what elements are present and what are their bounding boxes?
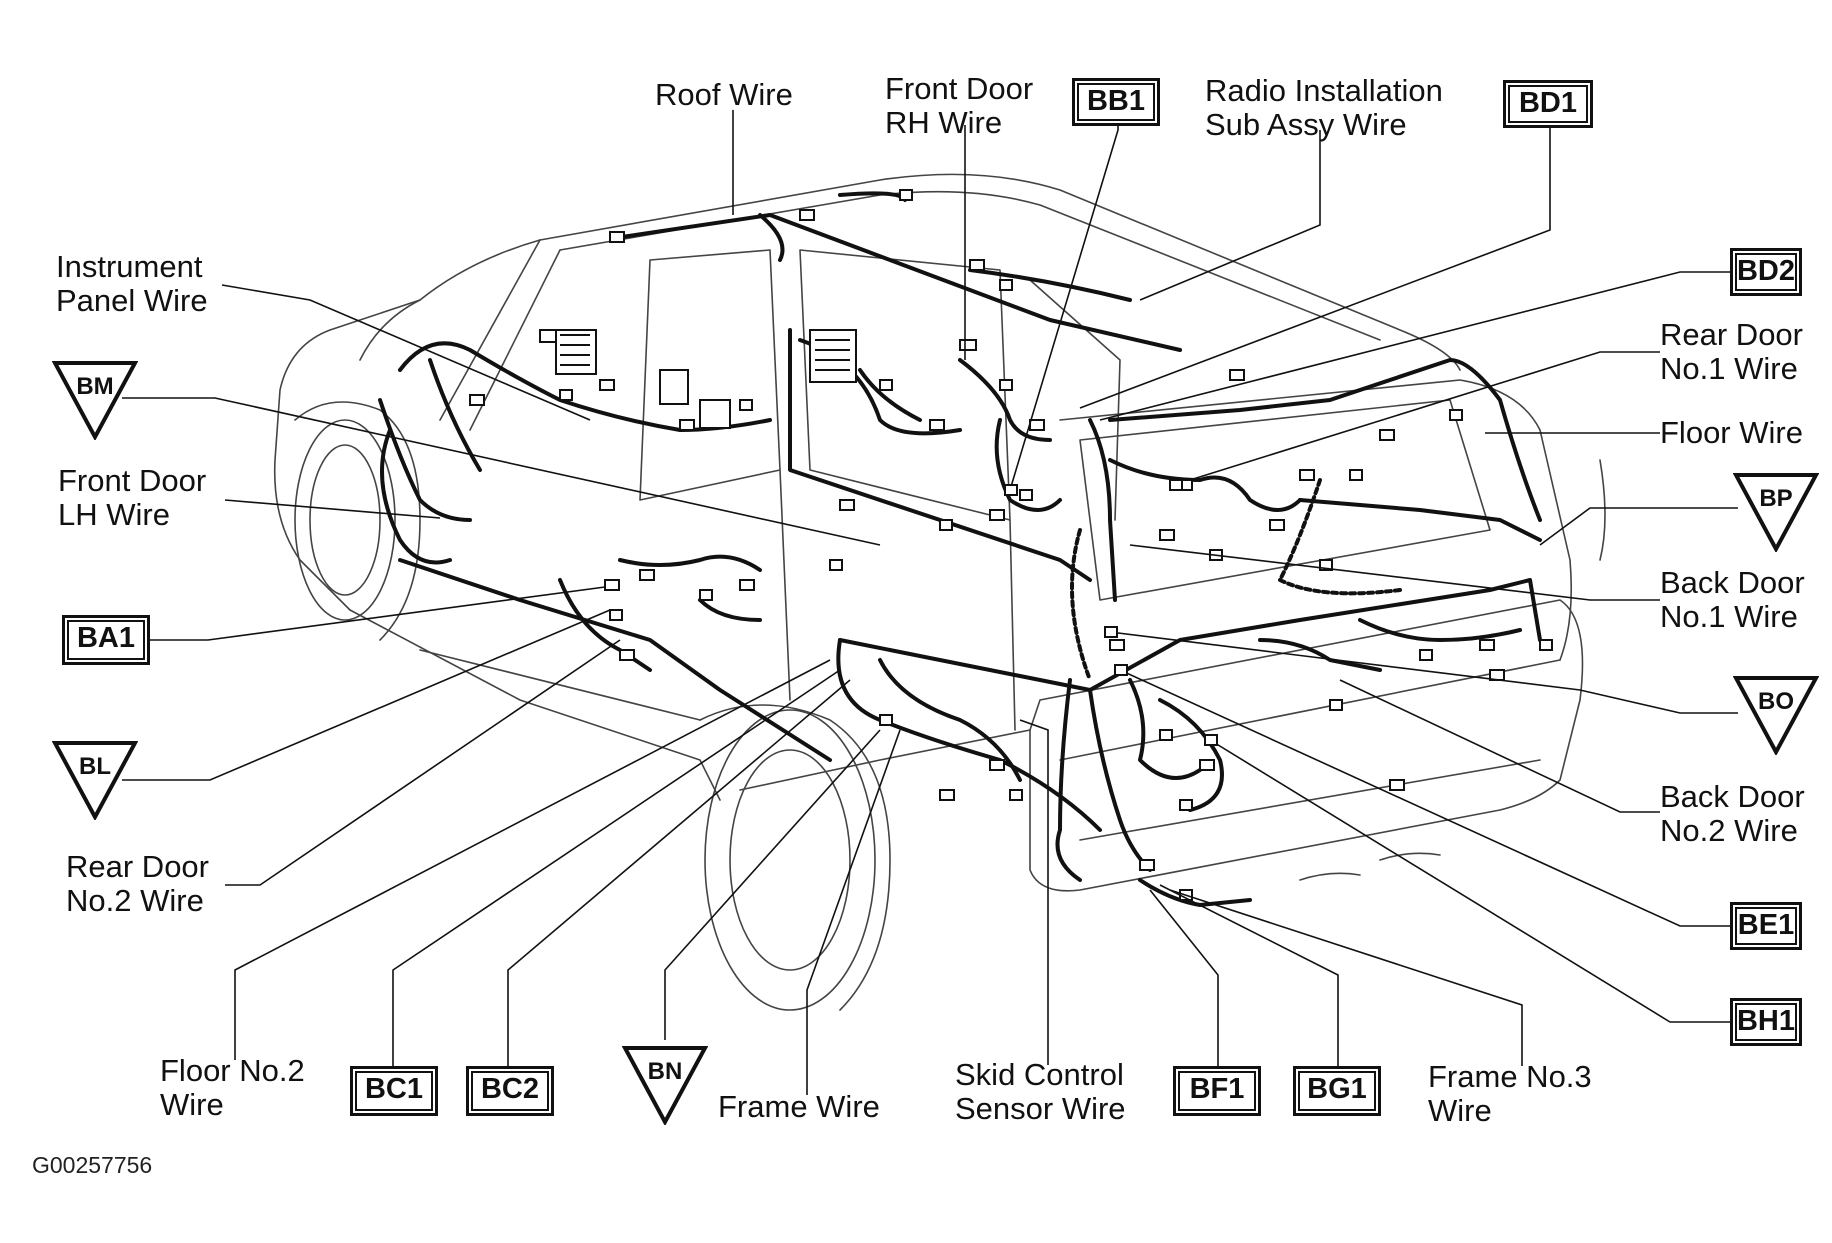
label-line: Back Door — [1660, 565, 1805, 600]
label-line: RH Wire — [885, 105, 1003, 140]
label-line: LH Wire — [58, 497, 170, 532]
ground-point-bm: BM — [52, 360, 138, 440]
connector-box-bh1: BH1 — [1730, 998, 1802, 1046]
wire-harness — [378, 191, 1542, 907]
connector-box-bb1: BB1 — [1072, 78, 1160, 126]
ground-code-text: BP — [1759, 485, 1792, 512]
connector-box-be1: BE1 — [1730, 902, 1802, 950]
ground-point-bl: BL — [52, 740, 138, 820]
label-line: Sensor Wire — [955, 1091, 1126, 1126]
ground-code-text: BO — [1758, 688, 1794, 715]
label-front-door-rh-wire: Front Door RH Wire — [885, 72, 1033, 140]
label-line: Sub Assy Wire — [1205, 107, 1407, 142]
label-instrument-panel-wire: Instrument Panel Wire — [56, 250, 208, 318]
label-line: Rear Door — [1660, 317, 1803, 352]
ground-point-bp: BP — [1733, 472, 1819, 552]
label-floor-wire: Floor Wire — [1660, 416, 1803, 450]
connector-box-ba1: BA1 — [62, 615, 150, 665]
label-frame-no3-wire: Frame No.3 Wire — [1428, 1060, 1592, 1128]
label-line: Frame Wire — [718, 1089, 880, 1124]
connector-box-bf1: BF1 — [1173, 1066, 1261, 1116]
label-line: Back Door — [1660, 779, 1805, 814]
label-line: No.2 Wire — [66, 883, 204, 918]
connector-box-bg1: BG1 — [1293, 1066, 1381, 1116]
ground-point-bo: BO — [1733, 675, 1819, 755]
label-line: Radio Installation — [1205, 73, 1443, 108]
label-front-door-lh-wire: Front Door LH Wire — [58, 464, 206, 532]
label-rear-door-no1-wire: Rear Door No.1 Wire — [1660, 318, 1803, 386]
label-line: Panel Wire — [56, 283, 208, 318]
label-line: Front Door — [885, 71, 1034, 106]
ground-point-bn: BN — [622, 1045, 708, 1125]
label-line: No.1 Wire — [1660, 351, 1798, 386]
connector-box-bd2: BD2 — [1730, 248, 1802, 296]
label-line: Skid Control — [955, 1057, 1124, 1092]
label-back-door-no2-wire: Back Door No.2 Wire — [1660, 780, 1805, 848]
connector-box-bd1: BD1 — [1503, 80, 1593, 128]
label-line: Floor Wire — [1660, 415, 1803, 450]
ground-code-text: BL — [79, 753, 111, 780]
connector-targets — [604, 484, 1218, 746]
label-line: Instrument — [56, 249, 203, 284]
label-line: Floor No.2 — [160, 1053, 305, 1088]
label-frame-wire: Frame Wire — [718, 1090, 880, 1124]
label-skid-control-sensor-wire: Skid Control Sensor Wire — [955, 1058, 1126, 1126]
label-roof-wire: Roof Wire — [655, 78, 793, 112]
label-radio-installation-wire: Radio Installation Sub Assy Wire — [1205, 74, 1443, 142]
label-line: Rear Door — [66, 849, 209, 884]
ground-code-text: BM — [76, 373, 113, 400]
figure-code: G00257756 — [32, 1152, 153, 1178]
connector-box-bc1: BC1 — [350, 1066, 438, 1116]
junction-blocks — [555, 329, 857, 429]
leader-lines — [122, 110, 1738, 1095]
connector-box-bc2: BC2 — [466, 1066, 554, 1116]
label-line: Wire — [160, 1087, 224, 1122]
label-line: Frame No.3 — [1428, 1059, 1592, 1094]
label-floor-no2-wire: Floor No.2 Wire — [160, 1054, 305, 1122]
label-line: No.1 Wire — [1660, 599, 1798, 634]
ground-code-text: BN — [648, 1058, 683, 1085]
label-rear-door-no2-wire: Rear Door No.2 Wire — [66, 850, 209, 918]
vehicle-body-outline — [273, 173, 1606, 1011]
label-line: Wire — [1428, 1093, 1492, 1128]
label-back-door-no1-wire: Back Door No.1 Wire — [1660, 566, 1805, 634]
label-line: Front Door — [58, 463, 207, 498]
label-line: Roof Wire — [655, 77, 793, 112]
label-line: No.2 Wire — [1660, 813, 1798, 848]
